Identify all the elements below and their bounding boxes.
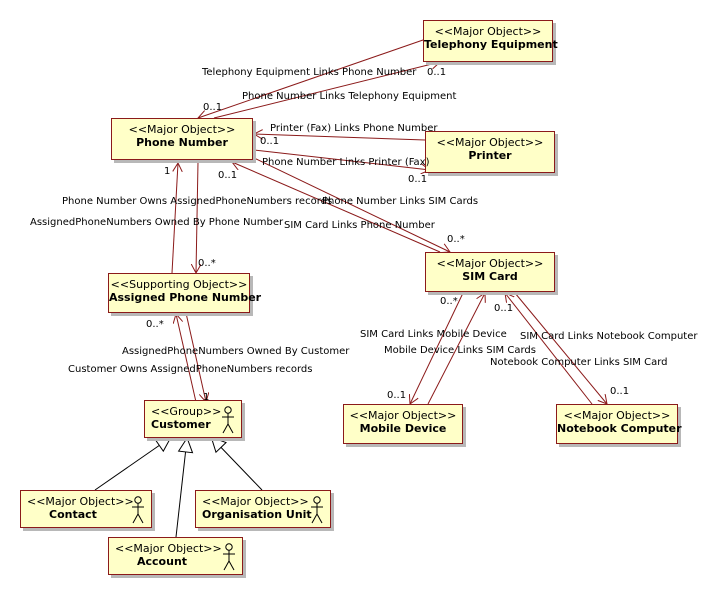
node-stereotype: <<Major Object>> (436, 257, 544, 270)
assoc-phone-to-tel (213, 62, 440, 119)
mult-notebook: 0..1 (610, 386, 630, 397)
node-name: Organisation Unit (202, 508, 312, 521)
assoc-sim-to-mobile (410, 292, 464, 404)
node-name: Phone Number (136, 136, 228, 149)
mult-mobile: 0..1 (387, 390, 407, 401)
node-name: Mobile Device (359, 422, 447, 435)
label-assigned-owned-customer: AssignedPhoneNumbers Owned By Customer (122, 346, 350, 357)
label-phone-links-tel: Phone Number Links Telephony Equipment (242, 91, 457, 102)
node-stereotype: <<Major Object>> (436, 136, 544, 149)
assoc-mobile-to-sim (427, 293, 485, 405)
mult-assigned-bottom: 0..* (146, 319, 164, 330)
node-stereotype: <<Major Object>> (349, 409, 457, 422)
label-printer-links-phone: Printer (Fax) Links Phone Number (270, 123, 438, 134)
mult-phone-assigned: 1 (164, 166, 171, 177)
generalization-account (175, 439, 187, 538)
assigned-phone-number-node[interactable]: <<Supporting Object>> Assigned Phone Num… (108, 273, 262, 313)
sim-card-node[interactable]: <<Major Object>> SIM Card (425, 252, 555, 292)
generalization-orgunit (212, 438, 263, 491)
phone-number-node[interactable]: <<Major Object>> Phone Number (111, 118, 253, 160)
telephony-equipment-node[interactable]: <<Major Object>> Telephony Equipment (423, 20, 558, 62)
mult-phone-sim: 0..1 (218, 170, 238, 181)
assoc-tel-to-phone (198, 39, 424, 118)
node-name: Notebook Computer (557, 422, 682, 435)
node-stereotype: <<Major Object>> (128, 123, 236, 136)
assoc-printer-to-phone (254, 134, 426, 141)
label-notebook-links-sim: Notebook Computer Links SIM Card (490, 357, 668, 368)
node-stereotype: <<Major Object>> (115, 542, 222, 555)
mult-sim-mobile: 0..* (440, 296, 458, 307)
label-sim-links-notebook: SIM Card Links Notebook Computer (520, 331, 698, 342)
mult-assigned-top: 0..* (198, 258, 216, 269)
mult-printer: 0..1 (408, 174, 428, 185)
node-stereotype: <<Major Object>> (27, 495, 134, 508)
mult-phone-tel: 0..1 (203, 102, 223, 113)
mult-phone-printer: 0..1 (260, 136, 280, 147)
node-name: Contact (49, 508, 97, 521)
assoc-phone-to-printer (253, 149, 430, 170)
node-stereotype: <<Major Object>> (202, 495, 309, 508)
label-sim-links-phone: SIM Card Links Phone Number (284, 220, 435, 231)
mobile-device-node[interactable]: <<Major Object>> Mobile Device (343, 404, 463, 444)
mult-tel: 0..1 (427, 67, 447, 78)
assoc-customer-to-assigned (176, 314, 197, 403)
account-node[interactable]: <<Major Object>> Account (108, 537, 243, 575)
node-name: Telephony Equipment (424, 38, 558, 51)
label-sim-links-mobile: SIM Card Links Mobile Device (360, 329, 507, 340)
label-tel-links-phone: Telephony Equipment Links Phone Number (202, 67, 417, 78)
printer-node[interactable]: <<Major Object>> Printer (425, 131, 555, 173)
contact-node[interactable]: <<Major Object>> Contact (20, 490, 152, 528)
customer-node[interactable]: <<Group>> Customer (144, 400, 242, 438)
node-stereotype: <<Group>> (151, 405, 222, 418)
label-assigned-owned-phone: AssignedPhoneNumbers Owned By Phone Numb… (30, 217, 284, 228)
label-phone-owns-assigned: Phone Number Owns AssignedPhoneNumbers r… (62, 196, 333, 207)
node-name: SIM Card (462, 270, 518, 283)
label-phone-links-printer: Phone Number Links Printer (Fax) (262, 157, 430, 168)
node-name: Assigned Phone Number (109, 291, 262, 304)
node-stereotype: <<Supporting Object>> (110, 278, 248, 291)
assoc-phone-to-sim (253, 157, 450, 252)
assoc-phone-to-assigned (196, 161, 198, 273)
node-name: Printer (468, 149, 512, 162)
assoc-assigned-to-customer (185, 312, 206, 402)
mult-sim-notebook: 0..1 (494, 303, 514, 314)
mult-customer: 1 (203, 392, 210, 403)
actor-icon (223, 543, 235, 571)
label-customer-owns-assigned: Customer Owns AssignedPhoneNumbers recor… (68, 364, 313, 375)
assoc-sim-to-notebook (514, 292, 607, 404)
actor-icon (132, 496, 144, 524)
label-mobile-links-sim: Mobile Device Links SIM Cards (384, 345, 536, 356)
actor-icon (222, 406, 234, 434)
actor-icon (311, 496, 323, 524)
node-name: Account (137, 555, 188, 568)
organisation-unit-node[interactable]: <<Major Object>> Organisation Unit (195, 490, 331, 528)
node-stereotype: <<Major Object>> (563, 409, 671, 422)
assoc-sim-to-phone (232, 162, 441, 253)
assoc-notebook-to-sim (505, 293, 593, 405)
label-phone-links-sim: Phone Number Links SIM Cards (322, 196, 479, 207)
node-stereotype: <<Major Object>> (434, 25, 542, 38)
mult-sim: 0..* (447, 234, 465, 245)
node-name: Customer (151, 418, 211, 431)
generalization-contact (94, 438, 170, 491)
assoc-assigned-to-phone (171, 163, 178, 274)
notebook-computer-node[interactable]: <<Major Object>> Notebook Computer (556, 404, 682, 444)
